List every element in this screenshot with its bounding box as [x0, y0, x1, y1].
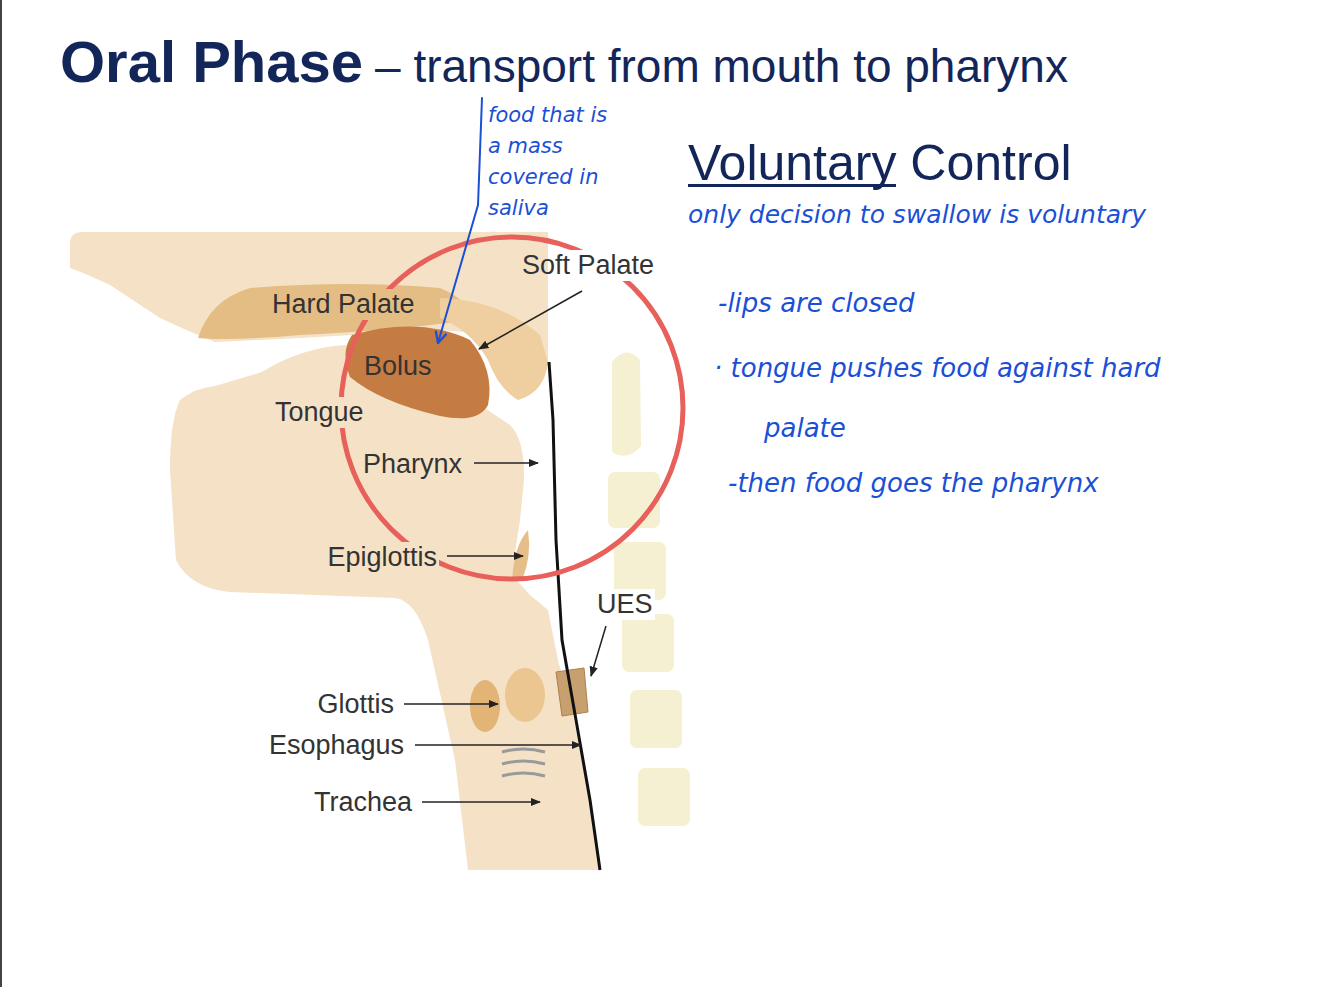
leader-arrow: [447, 555, 523, 557]
handwritten-note: -then food goes the pharynx: [728, 468, 1099, 499]
handwritten-arrow: [438, 98, 482, 343]
vertebra: [622, 614, 674, 672]
leader-arrow: [591, 626, 606, 676]
part-label: Esophagus: [267, 730, 406, 761]
vertebra: [608, 472, 660, 528]
part-label: Trachea: [312, 787, 414, 818]
pharyngeal-wall: [549, 362, 600, 870]
trachea-ring: [502, 773, 545, 776]
part-label: Pharynx: [361, 449, 464, 480]
vertebra: [638, 768, 690, 826]
leader-arrow: [422, 801, 540, 803]
handwritten-note: -lips are closed: [718, 288, 915, 319]
handwritten-note: only decision to swallow is voluntary: [688, 200, 1146, 230]
vertebra: [612, 352, 641, 455]
leader-arrow: [404, 703, 498, 705]
trachea-ring: [502, 749, 545, 752]
part-label: UES: [595, 589, 655, 620]
part-label: Epiglottis: [325, 542, 439, 573]
slide-title: Oral Phase: [60, 33, 363, 91]
part-label: Bolus: [362, 351, 434, 382]
upper-head: [70, 232, 548, 365]
glottis: [470, 680, 500, 732]
handwritten-note: · tongue pushes food against hard palate: [714, 338, 1214, 458]
part-label: Glottis: [315, 689, 396, 720]
arytenoid: [505, 668, 545, 722]
leader-arrow: [474, 462, 538, 464]
bolus: [345, 327, 489, 419]
slide-edge: [0, 0, 2, 987]
lower-face-neck: [170, 345, 600, 870]
subtitle: – transport from mouth to pharynx: [375, 43, 1068, 89]
part-label: Tongue: [273, 397, 366, 428]
handwritten-note: food that is a mass covered in saliva: [488, 100, 618, 224]
part-label: Soft Palate: [520, 250, 656, 281]
trachea-ring: [502, 761, 545, 764]
leader-arrow: [479, 291, 582, 349]
leader-arrow: [415, 744, 581, 746]
section-heading: Voluntary Control: [688, 138, 1072, 188]
part-label: Hard Palate: [270, 289, 417, 320]
epiglottis: [512, 530, 529, 580]
vertebra: [630, 690, 682, 748]
